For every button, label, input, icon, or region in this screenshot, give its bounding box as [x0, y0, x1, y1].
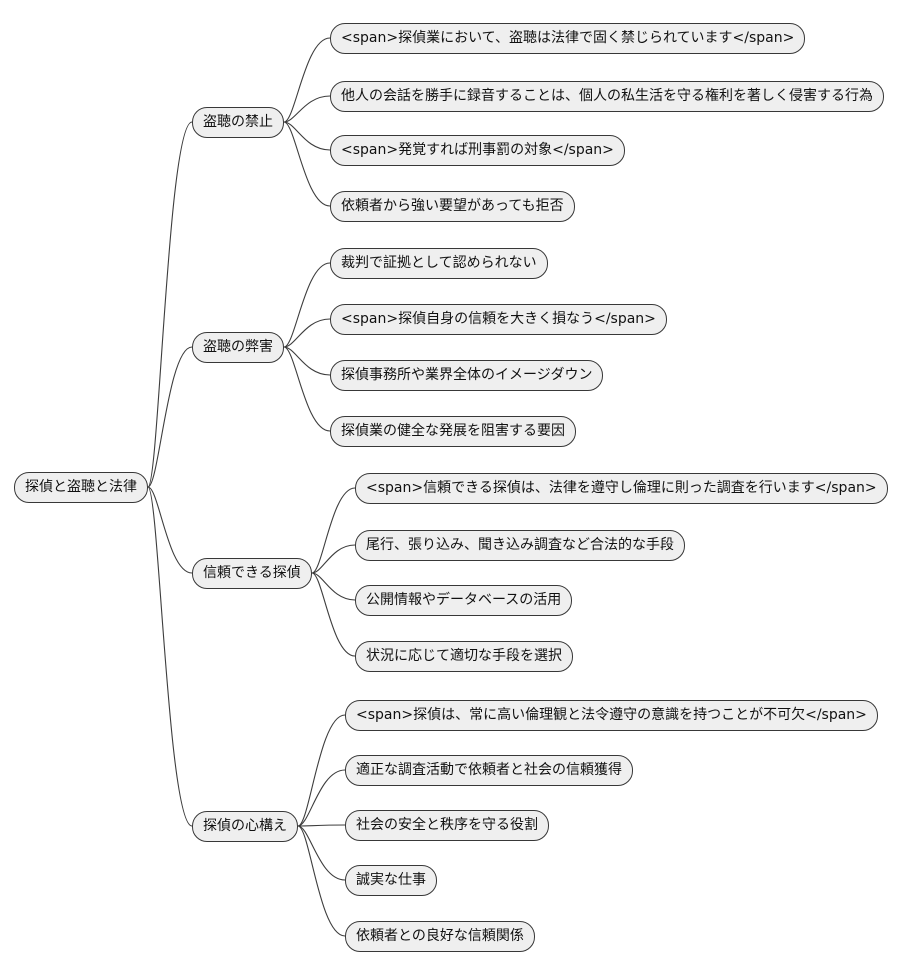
mindmap-edge	[297, 825, 346, 881]
mindmap-leaf-node[interactable]: 依頼者から強い要望があっても拒否	[330, 190, 575, 222]
mindmap-branch-node[interactable]: 盗聴の弊害	[192, 331, 284, 363]
mindmap-edge	[283, 346, 331, 376]
mindmap-leaf-node[interactable]: <span>探偵自身の信頼を大きく損なう</span>	[330, 303, 667, 335]
mindmap-edge	[297, 769, 346, 827]
mindmap-branch-node[interactable]: 盗聴の禁止	[192, 106, 284, 138]
mindmap-edge	[283, 121, 331, 207]
mindmap-edge	[283, 318, 331, 348]
mindmap-branch-node[interactable]: 信頼できる探偵	[192, 557, 312, 589]
mindmap-edge	[147, 486, 193, 827]
mindmap-edge	[283, 95, 331, 123]
mindmap-leaf-node[interactable]: 誠実な仕事	[345, 864, 437, 896]
mindmap-leaf-node[interactable]: 裁判で証拠として認められない	[330, 247, 548, 279]
mindmap-edge	[283, 346, 331, 432]
mindmap-leaf-node[interactable]: 探偵事務所や業界全体のイメージダウン	[330, 359, 604, 391]
mindmap-leaf-node[interactable]: 尾行、張り込み、聞き込み調査など合法的な手段	[355, 529, 685, 561]
mindmap-edge	[147, 121, 193, 488]
mindmap-branch-node[interactable]: 探偵の心構え	[192, 810, 298, 842]
mindmap-leaf-node[interactable]: <span>探偵業において、盗聴は法律で固く禁じられています</span>	[330, 22, 806, 54]
mindmap-root-node[interactable]: 探偵と盗聴と法律	[14, 471, 148, 503]
mindmap-edge	[297, 714, 346, 827]
mindmap-edge	[311, 572, 356, 657]
mindmap-edge	[297, 824, 346, 827]
mindmap-leaf-node[interactable]: 適正な調査活動で依頼者と社会の信頼獲得	[345, 754, 633, 786]
mindmap-edge	[311, 572, 356, 601]
mindmap-leaf-node[interactable]: 依頼者との良好な信頼関係	[345, 920, 535, 952]
mindmap-edge	[283, 37, 331, 123]
mindmap-leaf-node[interactable]: 探偵業の健全な発展を阻害する要因	[330, 415, 576, 447]
mindmap-leaf-node[interactable]: 状況に応じて適切な手段を選択	[355, 640, 573, 672]
mindmap-leaf-node[interactable]: <span>発覚すれば刑事罰の対象</span>	[330, 134, 625, 166]
mindmap-edge	[283, 121, 331, 151]
mindmap-leaf-node[interactable]: <span>信頼できる探偵は、法律を遵守し倫理に則った調査を行います</span…	[355, 472, 888, 504]
mindmap-edge	[311, 487, 356, 574]
mindmap-edge	[147, 346, 193, 488]
mindmap-leaf-node[interactable]: <span>探偵は、常に高い倫理観と法令遵守の意識を持つことが不可欠</span…	[345, 699, 878, 731]
mindmap-edge	[297, 825, 346, 937]
mindmap-edge	[283, 262, 331, 348]
mindmap-leaf-node[interactable]: 公開情報やデータベースの活用	[355, 584, 573, 616]
mindmap-edge	[147, 486, 193, 574]
mindmap-leaf-node[interactable]: 他人の会話を勝手に録音することは、個人の私生活を守る権利を著しく侵害する行為	[330, 80, 884, 112]
mindmap-edge	[311, 544, 356, 574]
mindmap-leaf-node[interactable]: 社会の安全と秩序を守る役割	[345, 809, 549, 841]
